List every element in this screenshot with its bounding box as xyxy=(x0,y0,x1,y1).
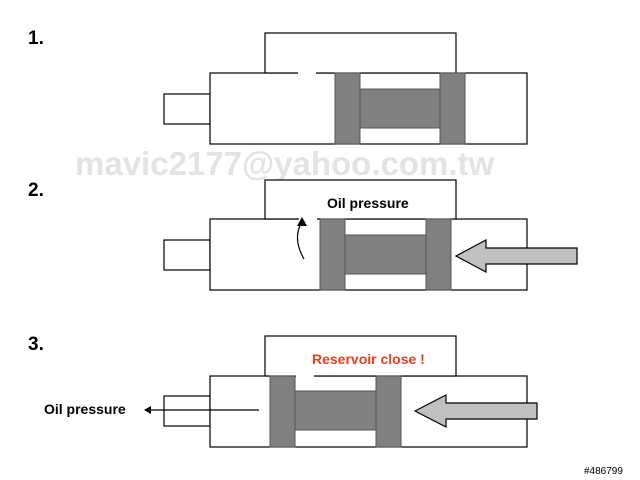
step-2-piston-body xyxy=(344,234,427,275)
step-2-flow-arrowhead xyxy=(297,217,307,226)
step-2: 2. Oil pressure xyxy=(28,179,578,291)
step-3: 3. Reservoir close ! Oil pressure xyxy=(28,334,538,448)
step-3-piston-right xyxy=(375,375,402,448)
step-2-force-arrow xyxy=(454,239,578,273)
step-3-reservoir xyxy=(264,335,457,377)
step-2-oil-pressure-label: Oil pressure xyxy=(327,195,409,211)
reservoir-close-label: Reservoir close ! xyxy=(312,351,425,367)
step-2-piston-left xyxy=(319,218,346,291)
step-1-piston-left xyxy=(334,72,361,145)
step-3-outlet-arrowhead xyxy=(144,406,151,414)
step-1: 1. xyxy=(28,28,528,145)
step-2-number: 2. xyxy=(28,180,44,201)
step-3-oil-pressure-label: Oil pressure xyxy=(44,401,126,417)
step-2-reservoir xyxy=(264,179,457,220)
step-1-reservoir xyxy=(264,32,457,74)
step-3-piston-left xyxy=(269,375,296,448)
step-1-piston-right xyxy=(439,72,466,145)
step-2-rod xyxy=(163,239,211,271)
step-1-number: 1. xyxy=(28,28,44,49)
step-2-piston-right xyxy=(425,218,452,291)
watermark-text: mavic2177@yahoo.com.tw xyxy=(75,145,495,182)
step-3-piston-body xyxy=(294,390,377,431)
image-id-text: #486799 xyxy=(584,466,623,477)
step-1-piston-body xyxy=(359,88,441,129)
step-3-force-arrow xyxy=(413,394,538,428)
step-3-number: 3. xyxy=(28,334,44,355)
step-1-rod xyxy=(163,93,211,125)
step-3-rod xyxy=(163,395,211,427)
